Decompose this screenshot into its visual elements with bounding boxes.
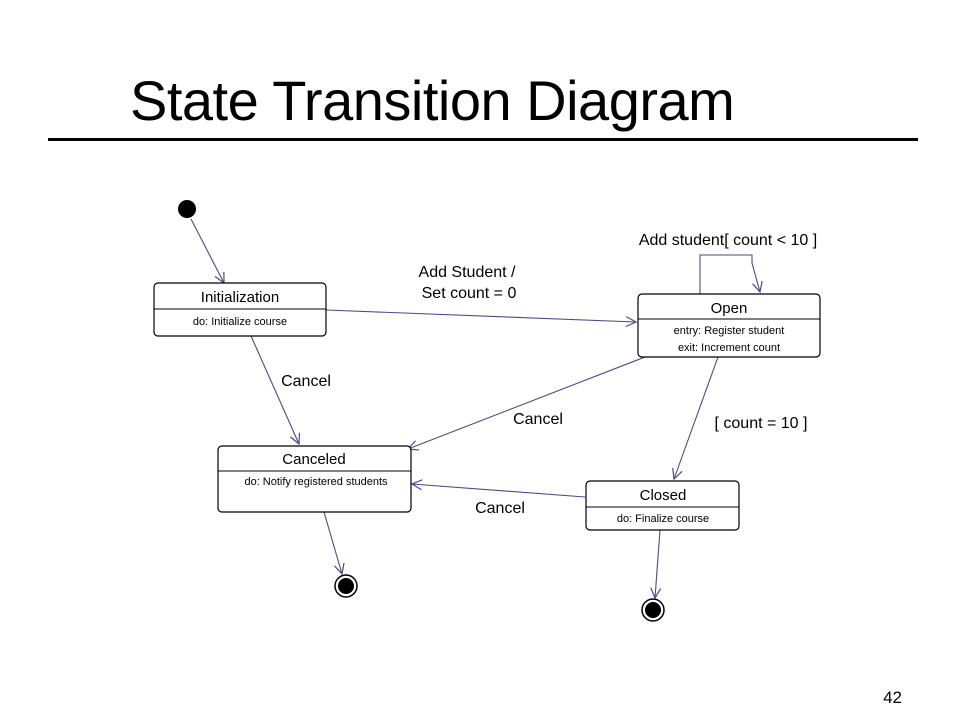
- final-state-closed: [641, 598, 665, 622]
- transition-canceled-to-final: [323, 511, 342, 574]
- state-initialization: Initialization do: Initialize course: [153, 282, 327, 337]
- label-cancel-initialization: Cancel: [281, 373, 331, 390]
- state-open: Open entry: Register student exit: Incre…: [637, 293, 821, 358]
- transition-closed-to-final: [655, 529, 660, 598]
- final-state-canceled: [334, 574, 358, 598]
- state-open-entry: entry: Register student: [674, 325, 785, 337]
- label-add-student-line1: Add Student /: [419, 264, 517, 281]
- state-open-exit: exit: Increment count: [678, 342, 780, 354]
- state-closed: Closed do: Finalize course: [585, 480, 740, 531]
- state-initialization-name: Initialization: [201, 289, 279, 306]
- label-cancel-open: Cancel: [513, 411, 563, 428]
- title-divider: [48, 138, 918, 141]
- label-add-student-line2: Set count = 0: [422, 285, 517, 302]
- slide-title: State Transition Diagram: [130, 69, 735, 132]
- transition-initialization-to-canceled: [250, 335, 299, 444]
- label-count-full: [ count = 10 ]: [715, 415, 808, 432]
- transition-open-to-closed: [674, 356, 719, 479]
- slide-page-number: 42: [883, 688, 902, 707]
- transition-initialization-to-open: [325, 309, 636, 322]
- transition-start-to-initialization: [190, 218, 224, 283]
- state-closed-name: Closed: [640, 487, 687, 504]
- state-open-name: Open: [711, 300, 748, 317]
- state-canceled-name: Canceled: [282, 451, 345, 468]
- state-initialization-activity: do: Initialize course: [193, 316, 287, 328]
- transition-closed-to-canceled: [412, 484, 586, 498]
- label-self-loop: Add student[ count < 10 ]: [639, 232, 817, 249]
- state-closed-activity: do: Finalize course: [617, 513, 709, 525]
- transition-open-self-loop: [699, 254, 760, 294]
- transition-open-to-canceled: [408, 356, 646, 449]
- label-cancel-closed: Cancel: [475, 500, 525, 517]
- state-canceled: Canceled do: Notify registered students: [217, 445, 412, 513]
- state-canceled-activity: do: Notify registered students: [244, 476, 388, 488]
- initial-state-dot: [178, 200, 196, 218]
